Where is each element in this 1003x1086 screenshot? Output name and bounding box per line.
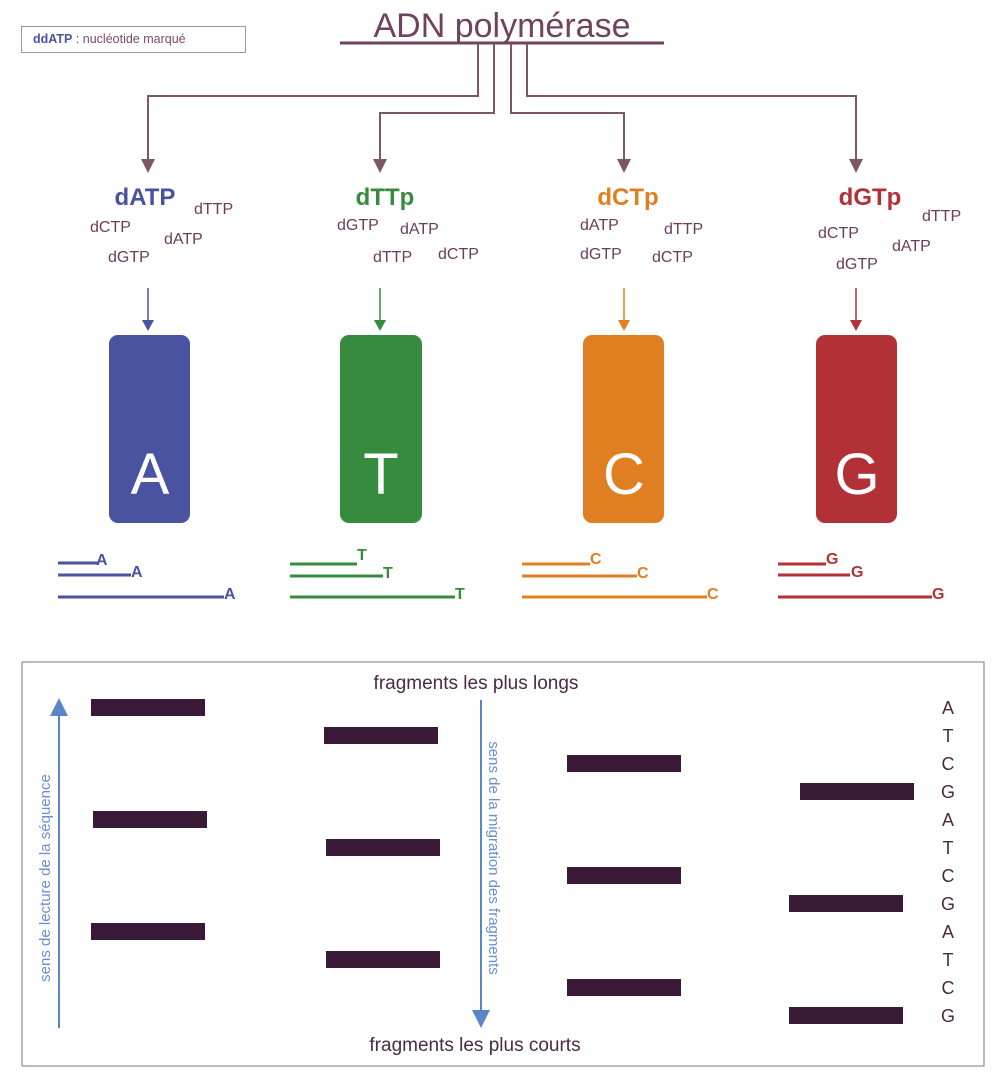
lane-g-fragment-label: G xyxy=(826,551,838,568)
sequence-letter: A xyxy=(942,922,954,942)
lane-t-mix-item: dGTP xyxy=(337,217,379,234)
lane-g-mix-item: dATP xyxy=(892,238,931,255)
gel-band-g xyxy=(800,783,914,800)
gel-band-a xyxy=(91,699,205,716)
page-title: ADN polymérase xyxy=(374,7,631,45)
sequence-letter: T xyxy=(943,950,954,970)
lane-t-fragment-label: T xyxy=(357,547,367,564)
gel-panel: fragments les plus longs fragments les p… xyxy=(21,661,985,1067)
lane-c-mix-item: dGTP xyxy=(580,246,622,263)
lane-a-mix-item: dGTP xyxy=(108,249,150,266)
lane-a: dATP dCTP dTTP dATP dGTP A A A A xyxy=(58,184,236,603)
lane-a-tube-letter: A xyxy=(131,442,170,507)
lane-g-mix-item: dCTP xyxy=(818,225,859,242)
lane-g-fragment-label: G xyxy=(932,586,944,603)
lane-g-mix-item: dTTP xyxy=(922,208,961,225)
sequence-letter: C xyxy=(942,978,955,998)
sequence-letter: C xyxy=(942,866,955,886)
lane-t-label: dTTp xyxy=(356,184,415,211)
arrowhead-icon xyxy=(617,159,631,173)
sequence-letter: A xyxy=(942,698,954,718)
lane-t-mix-item: dCTP xyxy=(438,246,479,263)
up-arrow-icon xyxy=(50,698,68,716)
sequence-letter: T xyxy=(943,838,954,858)
lane-a-mix-item: dATP xyxy=(164,231,203,248)
arrowhead-icon xyxy=(849,159,863,173)
gel-bottom-label: fragments les plus courts xyxy=(369,1035,580,1056)
lane-g-label: dGTp xyxy=(839,184,902,211)
lane-a-fragment-label: A xyxy=(96,552,108,569)
sequence-letter: T xyxy=(943,726,954,746)
gel-band-g xyxy=(789,895,903,912)
reading-direction-label: sens de lecture de la séquence xyxy=(37,774,54,982)
arrowhead-icon xyxy=(141,159,155,173)
lane-g-tube xyxy=(816,335,897,523)
arrowhead-icon xyxy=(373,159,387,173)
lane-a-tube xyxy=(109,335,190,523)
gel-top-label: fragments les plus longs xyxy=(374,673,579,694)
gel-bands xyxy=(91,699,914,1024)
connector-arrowheads xyxy=(141,159,863,173)
down-arrow-icon xyxy=(374,320,386,331)
lane-t-fragment-label: T xyxy=(383,565,393,582)
lane-c-fragment-label: C xyxy=(590,551,602,568)
connector-g xyxy=(526,44,857,162)
lane-c-label: dCTp xyxy=(597,184,658,211)
read-sequence: A T C G A T C G A T C G xyxy=(941,698,955,1026)
connector-a xyxy=(147,44,479,162)
lane-a-fragment-label: A xyxy=(224,586,236,603)
gel-band-c xyxy=(567,755,681,772)
lane-g: dGTp dCTP dTTP dATP dGTP G G G G xyxy=(778,184,961,603)
lane-c-mix-item: dTTP xyxy=(664,221,703,238)
lane-t-mix-item: dTTP xyxy=(373,249,412,266)
sequence-letter: C xyxy=(942,754,955,774)
lane-a-fragment-label: A xyxy=(131,564,143,581)
sequence-letter: G xyxy=(941,782,955,802)
sequence-letter: A xyxy=(942,810,954,830)
lane-g-fragment-label: G xyxy=(851,564,863,581)
lane-t-fragment-label: T xyxy=(455,586,465,603)
gel-band-a xyxy=(93,811,207,828)
sequence-letter: G xyxy=(941,894,955,914)
lane-a-mix-item: dTTP xyxy=(194,201,233,218)
lane-c-tube xyxy=(583,335,664,523)
gel-band-t xyxy=(324,727,438,744)
sequence-letter: G xyxy=(941,1006,955,1026)
down-arrow-icon xyxy=(472,1010,490,1028)
legend-prefix: ddATP xyxy=(33,32,73,46)
gel-band-a xyxy=(91,923,205,940)
connector-c xyxy=(510,44,625,162)
lane-t: dTTp dGTP dATP dTTP dCTP T T T T xyxy=(290,184,479,603)
lane-t-tube-letter: T xyxy=(363,442,398,507)
lane-c-fragment-label: C xyxy=(707,586,719,603)
down-arrow-icon xyxy=(618,320,630,331)
gel-band-c xyxy=(567,867,681,884)
gel-band-g xyxy=(789,1007,903,1024)
lane-c-tube-letter: C xyxy=(603,442,645,507)
down-arrow-icon xyxy=(850,320,862,331)
lane-t-mix-item: dATP xyxy=(400,221,439,238)
lane-g-tube-letter: G xyxy=(834,442,879,507)
gel-band-c xyxy=(567,979,681,996)
lane-c-mix-item: dATP xyxy=(580,217,619,234)
lane-c: dCTp dATP dTTP dGTP dCTP C C C C xyxy=(522,184,719,603)
gel-band-t xyxy=(326,839,440,856)
legend-box: ddATP : nucléotide marqué xyxy=(21,26,246,53)
legend-text: : nucléotide marqué xyxy=(72,32,186,46)
lane-c-mix-item: dCTP xyxy=(652,249,693,266)
down-arrow-icon xyxy=(142,320,154,331)
lane-a-mix-item: dCTP xyxy=(90,219,131,236)
lane-a-label: dATP xyxy=(115,184,176,211)
gel-frame xyxy=(21,661,985,1067)
polymerase-connectors xyxy=(147,44,857,162)
connector-t xyxy=(379,44,495,162)
lane-c-fragment-label: C xyxy=(637,565,649,582)
lane-t-tube xyxy=(340,335,422,523)
migration-direction-label: sens de la migration des fragments xyxy=(485,741,502,974)
lane-g-mix-item: dGTP xyxy=(836,256,878,273)
gel-band-t xyxy=(326,951,440,968)
